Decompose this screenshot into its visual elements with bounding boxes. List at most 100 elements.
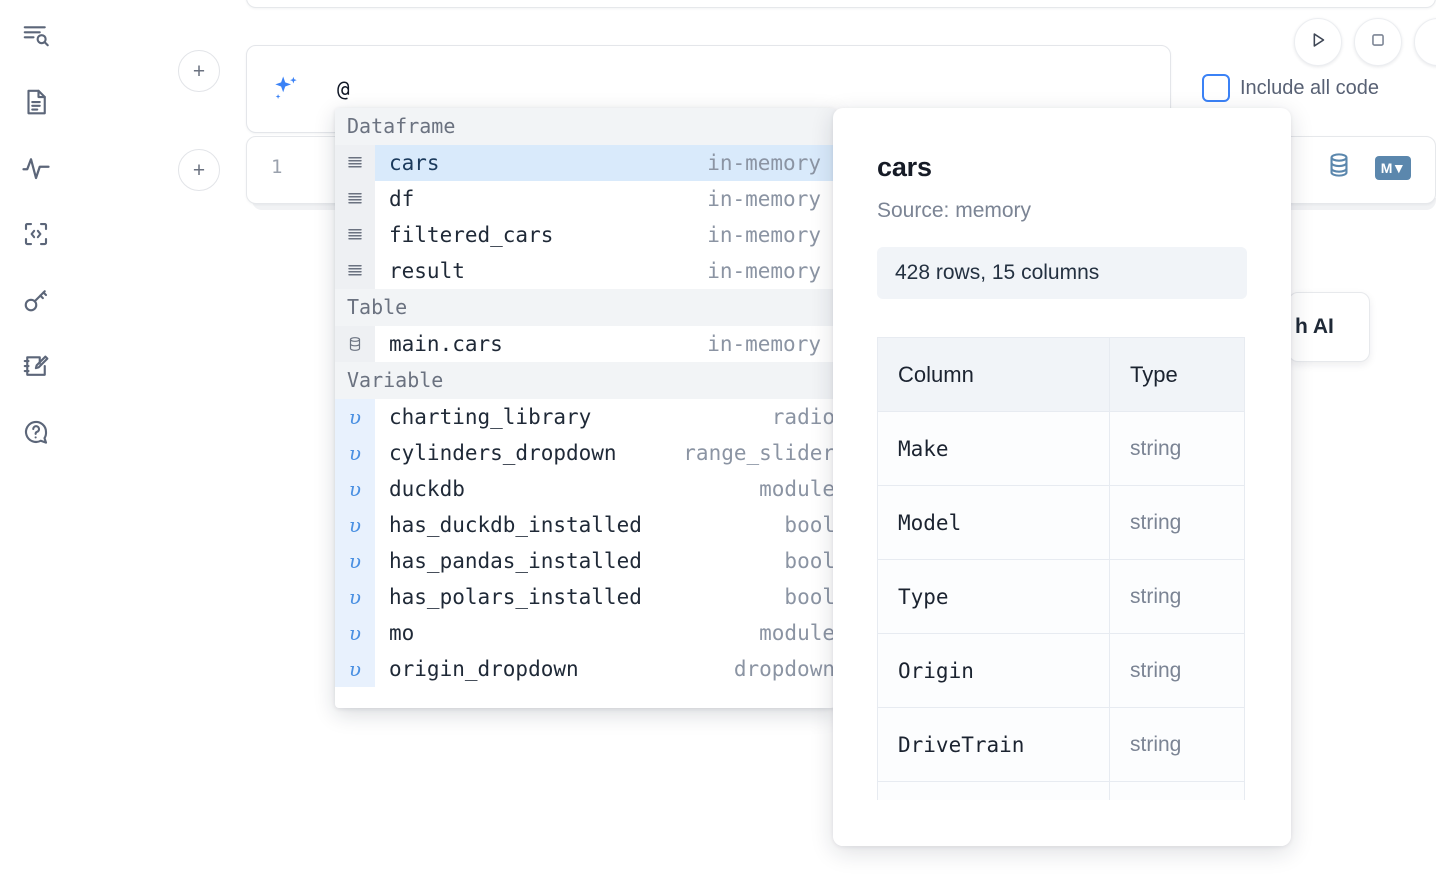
dataframe-icon [335, 181, 375, 217]
table-header-row: Column Type [877, 337, 1245, 412]
sidebar-item-notebook[interactable] [14, 80, 58, 124]
previous-cell-partial [246, 0, 1436, 8]
code-brackets-icon [21, 219, 51, 249]
autocomplete-item-type: bool [784, 585, 835, 609]
detail-title: cars [877, 152, 932, 182]
cell-column-type: string [1109, 485, 1245, 560]
sparkle-ai-icon [269, 72, 303, 106]
autocomplete-item-name: result [389, 259, 465, 283]
sidebar-item-scratchpad[interactable] [14, 344, 58, 388]
header-column: Column [877, 337, 1110, 412]
autocomplete-item-name: origin_dropdown [389, 657, 579, 681]
outline-search-icon [21, 21, 51, 51]
variable-icon: υ [335, 507, 375, 543]
cell-column-type: string [1109, 707, 1245, 782]
autocomplete-group-header: Dataframe [335, 108, 835, 145]
cell-icon-group: M▼ [1325, 151, 1411, 184]
ai-prompt-input[interactable] [337, 68, 1137, 110]
autocomplete-item[interactable]: υ has_polars_installed bool [335, 579, 835, 615]
autocomplete-item[interactable]: υ has_duckdb_installed bool [335, 507, 835, 543]
document-icon [21, 87, 51, 117]
autocomplete-item-name: mo [389, 621, 415, 645]
variable-icon: υ [335, 399, 375, 435]
autocomplete-item-name: cars [389, 151, 440, 175]
chat-question-icon [21, 417, 51, 447]
autocomplete-item-type: module [759, 477, 835, 501]
line-number: 1 [271, 156, 283, 178]
add-cell-button-below[interactable]: + [178, 149, 220, 191]
cell-column-name: Make [877, 411, 1110, 486]
autocomplete-item-name: has_duckdb_installed [389, 513, 642, 537]
database-icon[interactable] [1325, 151, 1353, 184]
autocomplete-item-type: in-memory [707, 259, 821, 283]
include-all-code-row[interactable]: Include all code [1202, 74, 1379, 102]
autocomplete-item-type: dropdown [733, 657, 835, 681]
cell-column-type: string [1109, 411, 1245, 486]
notepad-edit-icon [21, 351, 51, 381]
sidebar-item-help[interactable] [14, 410, 58, 454]
autocomplete-item-name: df [389, 187, 415, 211]
add-cell-button-above[interactable]: + [178, 50, 220, 92]
autocomplete-item-name: main.cars [389, 332, 503, 356]
autocomplete-item-type: module [759, 621, 835, 645]
generate-with-ai-chip[interactable]: h AI [1288, 292, 1370, 362]
detail-stats-badge: 428 rows, 15 columns [877, 247, 1247, 299]
more-actions-button[interactable] [1414, 18, 1436, 66]
autocomplete-item-type: in-memory [707, 187, 821, 211]
sidebar-item-explore[interactable] [14, 14, 58, 58]
sidebar-item-secrets[interactable] [14, 278, 58, 322]
autocomplete-item[interactable]: υ charting_library radio [335, 399, 835, 435]
cell-column-type: string [1109, 633, 1245, 708]
run-controls [1294, 18, 1436, 66]
cell-column-type: string [1109, 559, 1245, 634]
include-all-code-checkbox[interactable] [1202, 74, 1230, 102]
autocomplete-item-name: cylinders_dropdown [389, 441, 617, 465]
dataframe-icon [335, 253, 375, 289]
autocomplete-item-type: bool [784, 513, 835, 537]
autocomplete-item-name: has_pandas_installed [389, 549, 642, 573]
autocomplete-item-name: duckdb [389, 477, 465, 501]
stop-square-icon [1367, 29, 1389, 56]
variable-detail-panel: cars Source: memory 428 rows, 15 columns… [833, 108, 1291, 846]
sidebar-rail [0, 0, 72, 874]
variable-icon: υ [335, 543, 375, 579]
autocomplete-item-name: has_polars_installed [389, 585, 642, 609]
autocomplete-item[interactable]: df in-memory [335, 181, 835, 217]
run-cell-button[interactable] [1294, 18, 1342, 66]
sidebar-item-activity[interactable] [14, 146, 58, 190]
autocomplete-item[interactable]: υ origin_dropdown dropdown [335, 651, 835, 687]
cell-column-name: Type [877, 559, 1110, 634]
dataframe-icon [335, 217, 375, 253]
key-icon [21, 285, 51, 315]
autocomplete-item[interactable]: result in-memory [335, 253, 835, 289]
autocomplete-item-name: charting_library [389, 405, 592, 429]
autocomplete-group-header: Variable [335, 362, 835, 399]
autocomplete-item-type: in-memory [707, 223, 821, 247]
markdown-letter: M [1380, 159, 1393, 176]
autocomplete-item[interactable]: main.cars in-memory [335, 326, 835, 362]
panel-fade [833, 800, 1291, 846]
autocomplete-item-type: radio [771, 405, 835, 429]
markdown-icon[interactable]: M▼ [1375, 155, 1411, 180]
play-icon [1307, 29, 1329, 56]
cell-column-name: Origin [877, 633, 1110, 708]
sidebar-item-snippets[interactable] [14, 212, 58, 256]
activity-icon [21, 153, 51, 183]
variable-icon: υ [335, 579, 375, 615]
stop-cell-button[interactable] [1354, 18, 1402, 66]
autocomplete-item-type: in-memory [707, 332, 821, 356]
variable-icon: υ [335, 651, 375, 687]
